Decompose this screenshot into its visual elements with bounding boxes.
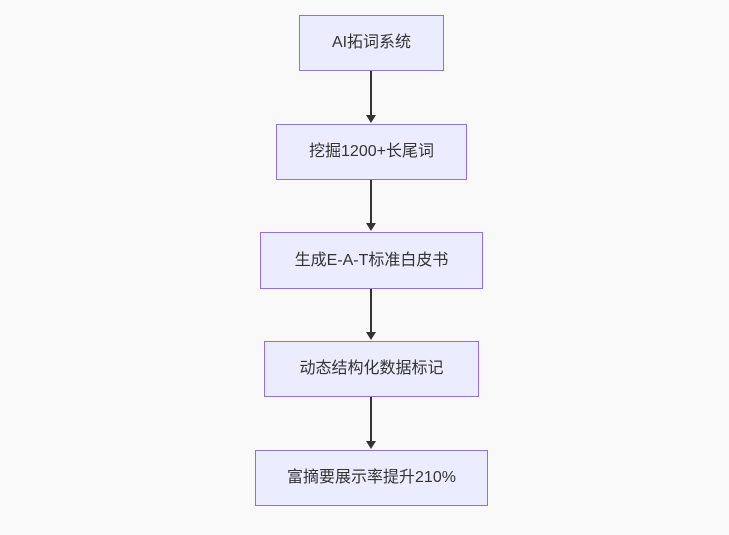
flow-node-label: AI拓词系统 [331, 34, 412, 52]
flow-node-label: 生成E-A-T标准白皮书 [294, 251, 449, 269]
flow-node-eat-whitepaper: 生成E-A-T标准白皮书 [260, 232, 483, 289]
arrow-line [370, 180, 372, 224]
arrow-head-icon [366, 223, 376, 231]
flow-node-label: 富摘要展示率提升210% [287, 469, 456, 487]
flow-node-label: 动态结构化数据标记 [299, 360, 444, 378]
arrow-line [370, 289, 372, 333]
arrow-head-icon [366, 441, 376, 449]
flow-node-structured-data: 动态结构化数据标记 [264, 341, 479, 397]
flow-node-rich-snippet-result: 富摘要展示率提升210% [255, 450, 488, 506]
flow-node-label: 挖掘1200+长尾词 [309, 143, 434, 161]
arrow-head-icon [366, 332, 376, 340]
flow-node-ai-word-system: AI拓词系统 [299, 15, 444, 71]
arrow-line [370, 397, 372, 442]
arrow-line [370, 71, 372, 116]
flow-node-longtail-mining: 挖掘1200+长尾词 [276, 124, 467, 180]
arrow-head-icon [366, 115, 376, 123]
